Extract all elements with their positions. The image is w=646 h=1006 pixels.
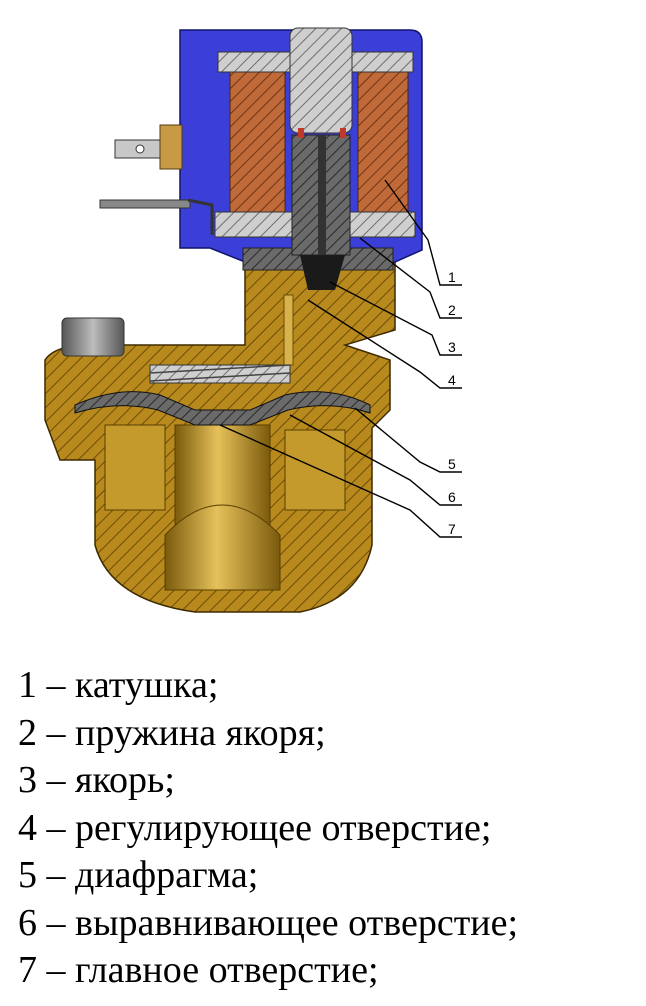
callout-3: 3 (448, 339, 456, 355)
legend-item-coil: 1 – катушка; (18, 664, 219, 706)
legend-item-main-orifice: 7 – главное отверстие; (18, 949, 379, 991)
parts-legend: 1 – катушка; 2 – пружина якоря; 3 – якор… (18, 662, 518, 995)
callout-5: 5 (448, 456, 456, 472)
connector-terminal (99, 124, 214, 235)
callout-1: 1 (448, 269, 456, 285)
valve-body (44, 261, 396, 613)
solenoid-valve-cross-section: 1 2 3 4 5 6 7 (44, 27, 462, 613)
diaphragm (74, 364, 371, 426)
callout-leaders (219, 179, 462, 538)
legend-item-diaphragm: 5 – диафрагма; (18, 854, 259, 896)
callout-7: 7 (448, 521, 456, 537)
legend-item-armature-spring: 2 – пружина якоря; (18, 711, 326, 754)
legend-item-armature: 3 – якорь; (18, 759, 175, 801)
legend-item-equalizing-orifice: 6 – выравнивающее отверстие; (18, 901, 519, 944)
callout-4: 4 (448, 372, 456, 388)
plug-cap (61, 317, 125, 357)
armature (289, 27, 353, 290)
callout-6: 6 (448, 489, 456, 505)
legend-item-control-orifice: 4 – регулирующее отверстие; (18, 806, 492, 849)
callout-2: 2 (448, 302, 456, 318)
callout-numbers: 1 2 3 4 5 6 7 (448, 269, 456, 537)
coil-winding (229, 71, 409, 213)
